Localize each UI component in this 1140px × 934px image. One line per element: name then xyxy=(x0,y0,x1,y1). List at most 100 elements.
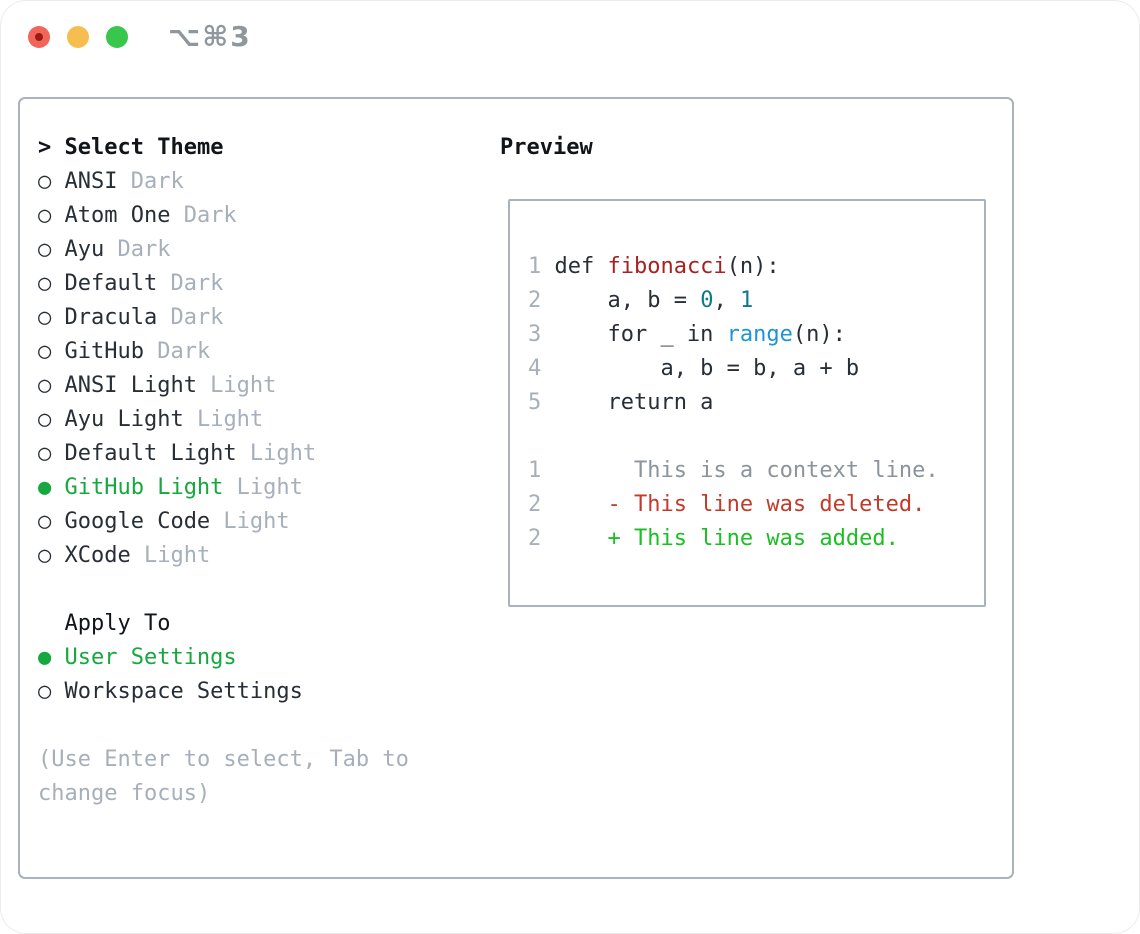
theme-variant: Dark xyxy=(157,271,224,296)
theme-selector-panel: > Select Theme ○ ANSI Dark○ Atom One Dar… xyxy=(18,97,1014,879)
code-segment-code: for _ in xyxy=(554,322,727,347)
code-line: 4 a, b = b, a + b xyxy=(528,352,939,386)
radio-icon: ○ xyxy=(38,339,65,364)
theme-option[interactable]: ● GitHub Light Light xyxy=(38,471,409,505)
select-theme-heading: > Select Theme xyxy=(38,131,409,165)
theme-option[interactable]: ○ Ayu Light Light xyxy=(38,403,409,437)
code-segment-code: , xyxy=(713,288,740,313)
theme-option[interactable]: ○ Ayu Dark xyxy=(38,233,409,267)
radio-icon: ○ xyxy=(38,679,65,704)
selected-radio-icon: ● xyxy=(38,645,65,670)
line-number: 2 xyxy=(528,492,542,517)
help-text-line-1: (Use Enter to select, Tab to xyxy=(38,747,409,772)
close-dot-icon xyxy=(35,33,43,41)
radio-icon: ○ xyxy=(38,441,65,466)
theme-variant: Light xyxy=(236,441,317,466)
theme-list: ○ ANSI Dark○ Atom One Dark○ Ayu Dark○ De… xyxy=(38,165,409,573)
line-number: 4 xyxy=(528,356,542,381)
theme-option[interactable]: ○ Default Light Light xyxy=(38,437,409,471)
theme-list-column: > Select Theme ○ ANSI Dark○ Atom One Dar… xyxy=(38,131,409,811)
line-number: 1 xyxy=(528,254,542,279)
spacer-row xyxy=(38,709,409,743)
theme-variant: Dark xyxy=(104,237,171,262)
window-title: ⌥⌘3 xyxy=(168,20,252,53)
apply-to-label: Workspace Settings xyxy=(64,679,303,704)
theme-variant: Dark xyxy=(170,203,237,228)
radio-icon: ○ xyxy=(38,271,65,296)
code-line: 1 This is a context line. xyxy=(528,454,939,488)
apply-to-option[interactable]: ● User Settings xyxy=(38,641,409,675)
apply-to-list: ● User Settings○ Workspace Settings xyxy=(38,641,409,709)
radio-icon: ○ xyxy=(38,543,65,568)
theme-name: GitHub Light xyxy=(64,475,224,500)
radio-icon: ○ xyxy=(38,373,65,398)
theme-name: Dracula xyxy=(64,305,158,330)
code-segment-function: fibonacci xyxy=(607,254,727,279)
code-segment-code: (n): xyxy=(792,322,846,347)
code-segment-context: This is a context line. xyxy=(554,458,939,483)
theme-option[interactable]: ○ ANSI Dark xyxy=(38,165,409,199)
theme-option[interactable]: ○ Google Code Light xyxy=(38,505,409,539)
theme-option[interactable]: ○ Default Dark xyxy=(38,267,409,301)
radio-icon: ○ xyxy=(38,203,65,228)
theme-option[interactable]: ○ Dracula Dark xyxy=(38,301,409,335)
code-line xyxy=(528,420,939,454)
theme-variant: Dark xyxy=(143,339,211,364)
theme-name: Google Code xyxy=(64,509,211,534)
radio-icon: ○ xyxy=(38,237,65,262)
theme-name: ANSI Light xyxy=(64,373,197,398)
theme-name: Ayu Light xyxy=(64,407,184,432)
code-segment-builtin: range xyxy=(726,322,793,347)
minimize-button[interactable] xyxy=(67,26,89,48)
theme-variant: Light xyxy=(210,509,290,534)
close-button[interactable] xyxy=(28,26,50,48)
code-line: 2 a, b = 0, 1 xyxy=(528,284,939,318)
theme-name: Atom One xyxy=(64,203,171,228)
selected-radio-icon: ● xyxy=(38,475,65,500)
theme-name: XCode xyxy=(64,543,131,568)
code-segment-number: 1 xyxy=(739,288,754,313)
preview-heading: Preview xyxy=(500,135,593,160)
radio-icon: ○ xyxy=(38,169,65,194)
theme-option[interactable]: ○ XCode Light xyxy=(38,539,409,573)
code-segment-number: 0 xyxy=(700,288,714,313)
apply-to-option[interactable]: ○ Workspace Settings xyxy=(38,675,409,709)
theme-name: Ayu xyxy=(64,237,105,262)
select-theme-heading-label: Select Theme xyxy=(64,135,224,160)
theme-name: Default Light xyxy=(64,441,237,466)
code-line: 2 - This line was deleted. xyxy=(528,488,939,522)
code-segment-code: a, b = b, a + b xyxy=(554,356,860,381)
titlebar: ⌥⌘3 xyxy=(0,0,1140,72)
theme-option[interactable]: ○ Atom One Dark xyxy=(38,199,409,233)
spacer-row xyxy=(38,573,409,607)
line-number: 2 xyxy=(528,526,542,551)
code-line: 3 for _ in range(n): xyxy=(528,318,939,352)
code-line: 1 def fibonacci(n): xyxy=(528,250,939,284)
code-line: 2 + This line was added. xyxy=(528,522,939,556)
apply-to-label: User Settings xyxy=(64,645,237,670)
theme-variant: Light xyxy=(130,543,211,568)
zoom-button[interactable] xyxy=(106,26,128,48)
code-segment-added: + This line was added. xyxy=(554,526,899,551)
radio-icon: ○ xyxy=(38,407,65,432)
apply-to-heading-label: Apply To xyxy=(64,611,171,636)
cursor-icon: > xyxy=(38,135,52,160)
code-segment-code: a, b = xyxy=(554,288,701,313)
line-number: 3 xyxy=(528,322,542,347)
help-text-line-2: change focus) xyxy=(38,781,211,806)
radio-icon: ○ xyxy=(38,509,65,534)
code-segment-code: return a xyxy=(554,390,714,415)
theme-option[interactable]: ○ ANSI Light Light xyxy=(38,369,409,403)
code-line: 5 return a xyxy=(528,386,939,420)
theme-name: ANSI xyxy=(64,169,118,194)
line-number: 1 xyxy=(528,458,542,483)
radio-icon: ○ xyxy=(38,305,65,330)
theme-option[interactable]: ○ GitHub Dark xyxy=(38,335,409,369)
theme-variant: Light xyxy=(196,373,277,398)
theme-variant: Light xyxy=(223,475,303,500)
code-segment-code: (n): xyxy=(726,254,780,279)
line-number: 5 xyxy=(528,390,542,415)
